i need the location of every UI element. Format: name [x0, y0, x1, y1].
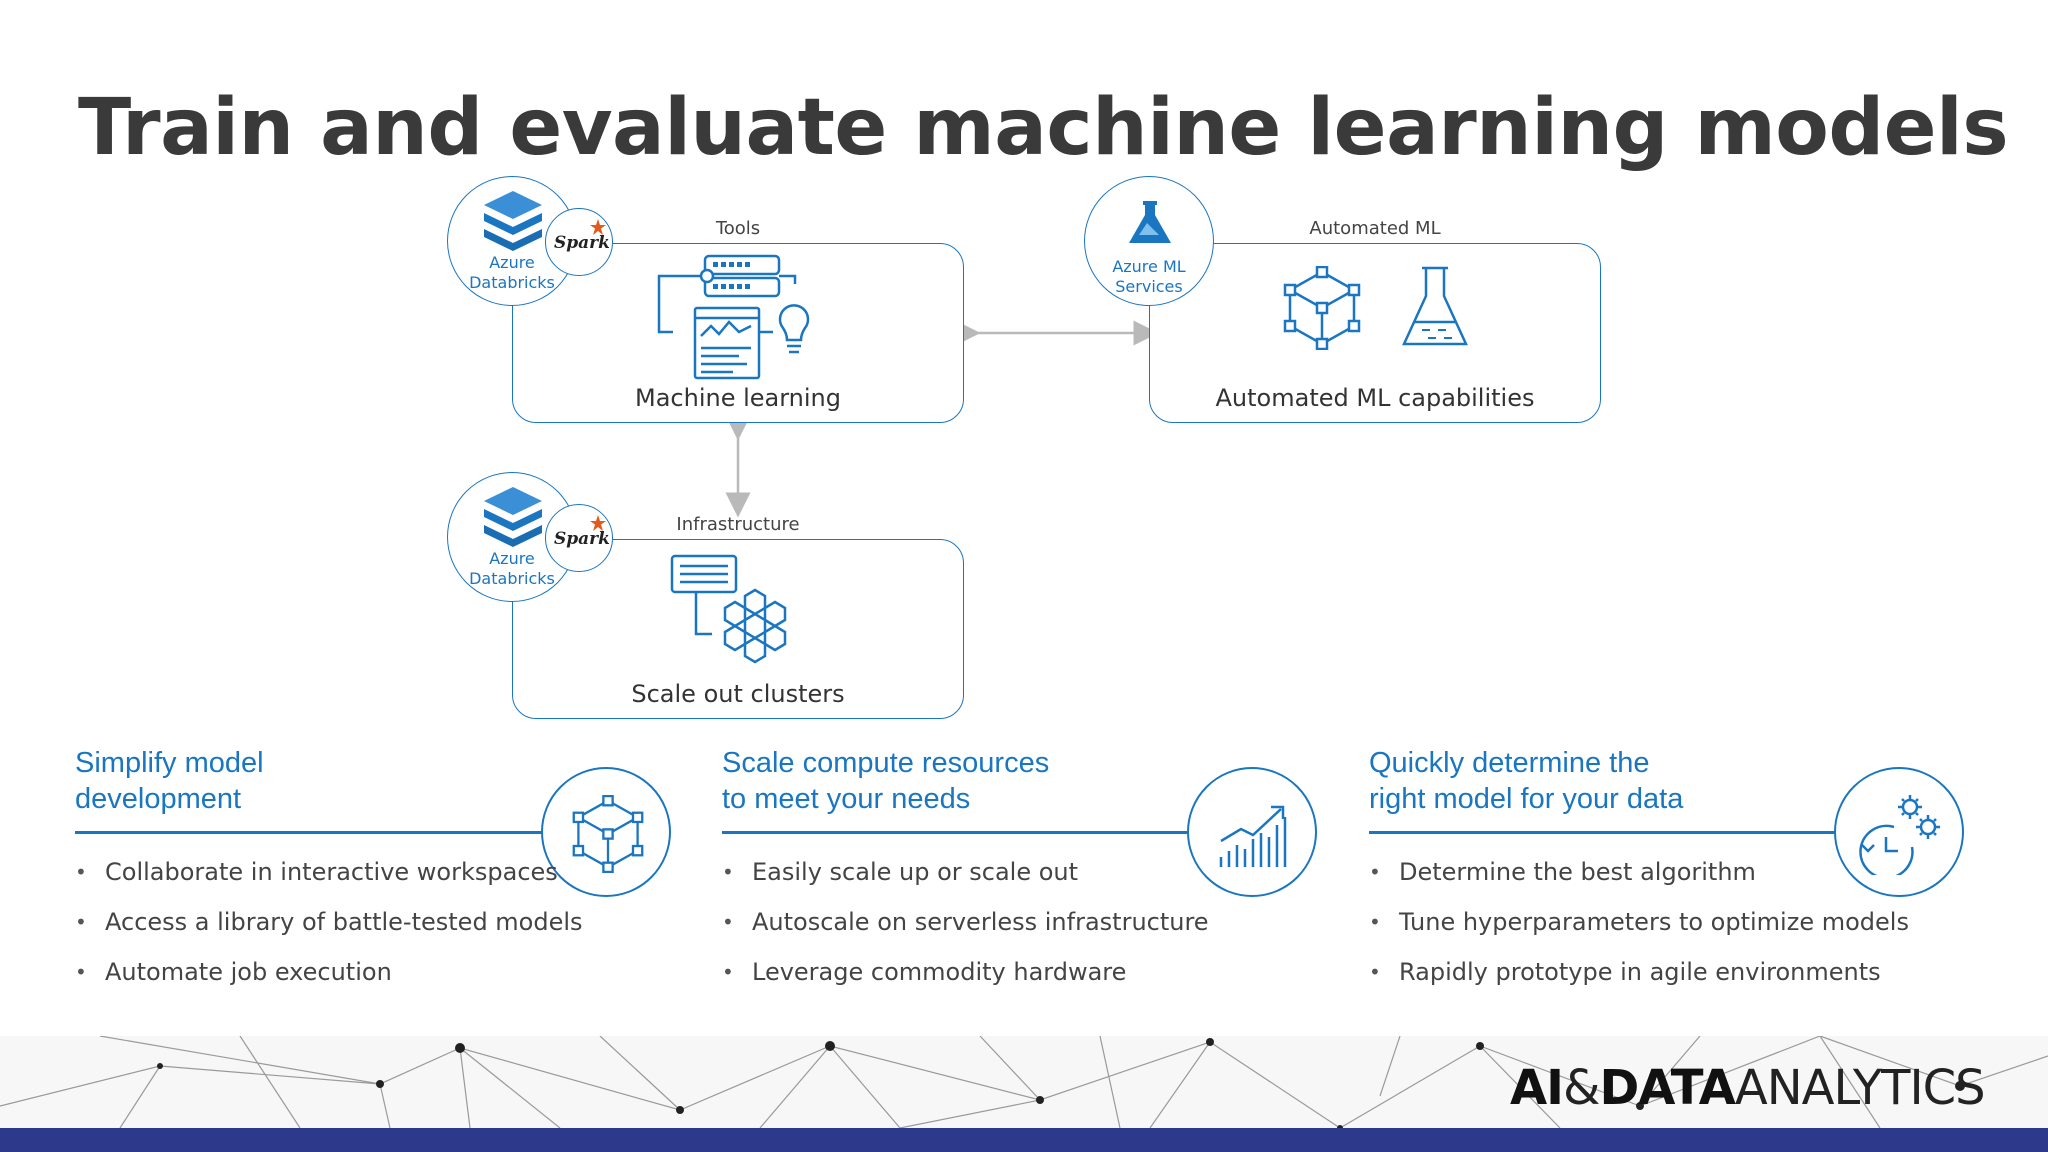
automated-ml-box	[1149, 243, 1601, 423]
flask-icon	[1402, 266, 1468, 346]
badge-line-2: Databricks	[469, 273, 555, 292]
databricks-icon	[484, 487, 542, 547]
column-rule	[1369, 831, 1837, 834]
spark-badge: Spark	[545, 504, 613, 572]
cube-network-icon	[572, 795, 644, 873]
bullet-list: Determine the best algorithm Tune hyperp…	[1369, 847, 1909, 997]
badge-line-1: Azure	[489, 253, 535, 272]
list-item: Access a library of battle-tested models	[75, 897, 583, 947]
brand-analytics: ANALYTICS	[1734, 1060, 1986, 1116]
badge-line-2: Services	[1115, 277, 1183, 296]
list-item: Tune hyperparameters to optimize models	[1369, 897, 1909, 947]
list-item: Determine the best algorithm	[1369, 847, 1909, 897]
cube-network-icon	[1283, 266, 1361, 350]
bullet-list: Easily scale up or scale out Autoscale o…	[722, 847, 1209, 997]
spark-badge: Spark	[545, 208, 613, 276]
tools-label: Tools	[715, 218, 761, 239]
diagram-connectors	[725, 320, 1159, 518]
column-icon-circle	[541, 767, 671, 897]
brand-ampersand: &	[1563, 1060, 1600, 1116]
list-item: Automate job execution	[75, 947, 583, 997]
brand-data: DATA	[1599, 1060, 1735, 1116]
column-heading: Quickly determine the right model for yo…	[1369, 747, 1684, 815]
list-item: Autoscale on serverless infrastructure	[722, 897, 1209, 947]
list-item: Collaborate in interactive workspaces	[75, 847, 583, 897]
column-heading: Simplify model development	[75, 747, 264, 815]
list-item: Easily scale up or scale out	[722, 847, 1209, 897]
spark-logo-text: Spark	[554, 529, 610, 549]
spark-star-icon	[590, 219, 606, 235]
spark-star-icon	[590, 515, 606, 531]
network-pattern	[0, 1036, 2048, 1128]
growth-chart-icon	[1219, 805, 1287, 867]
bullet-list: Collaborate in interactive workspaces Ac…	[75, 847, 583, 997]
infrastructure-label: Infrastructure	[676, 514, 800, 535]
badge-line-1: Azure	[489, 549, 535, 568]
databricks-icon	[484, 191, 542, 251]
column-icon-circle	[1187, 767, 1317, 897]
azure-ml-services-badge: Azure ML Services	[1084, 176, 1214, 306]
list-item: Rapidly prototype in agile environments	[1369, 947, 1909, 997]
cluster-icon	[670, 554, 787, 664]
automated-ml-label: Automated ML	[1309, 218, 1441, 239]
column-rule	[75, 831, 543, 834]
brand-ai: AI	[1510, 1060, 1564, 1116]
badge-line-1: Azure ML	[1112, 257, 1186, 276]
brand-logo: AI&DATAANALYTICS	[1510, 1060, 1986, 1116]
page-title: Train and evaluate machine learning mode…	[78, 83, 2009, 173]
column-heading: Scale compute resources to meet your nee…	[722, 747, 1050, 815]
machine-learning-icon	[657, 254, 810, 380]
azure-databricks-badge: Azure Databricks	[447, 176, 577, 306]
list-item: Leverage commodity hardware	[722, 947, 1209, 997]
infrastructure-caption: Scale out clusters	[631, 680, 845, 708]
spark-logo-text: Spark	[554, 233, 610, 253]
azure-ml-icon	[1129, 201, 1171, 243]
badge-line-2: Databricks	[469, 569, 555, 588]
column-rule	[722, 831, 1190, 834]
footer-bar	[0, 1128, 2048, 1152]
automated-ml-caption: Automated ML capabilities	[1215, 384, 1535, 412]
tools-caption: Machine learning	[634, 384, 842, 412]
